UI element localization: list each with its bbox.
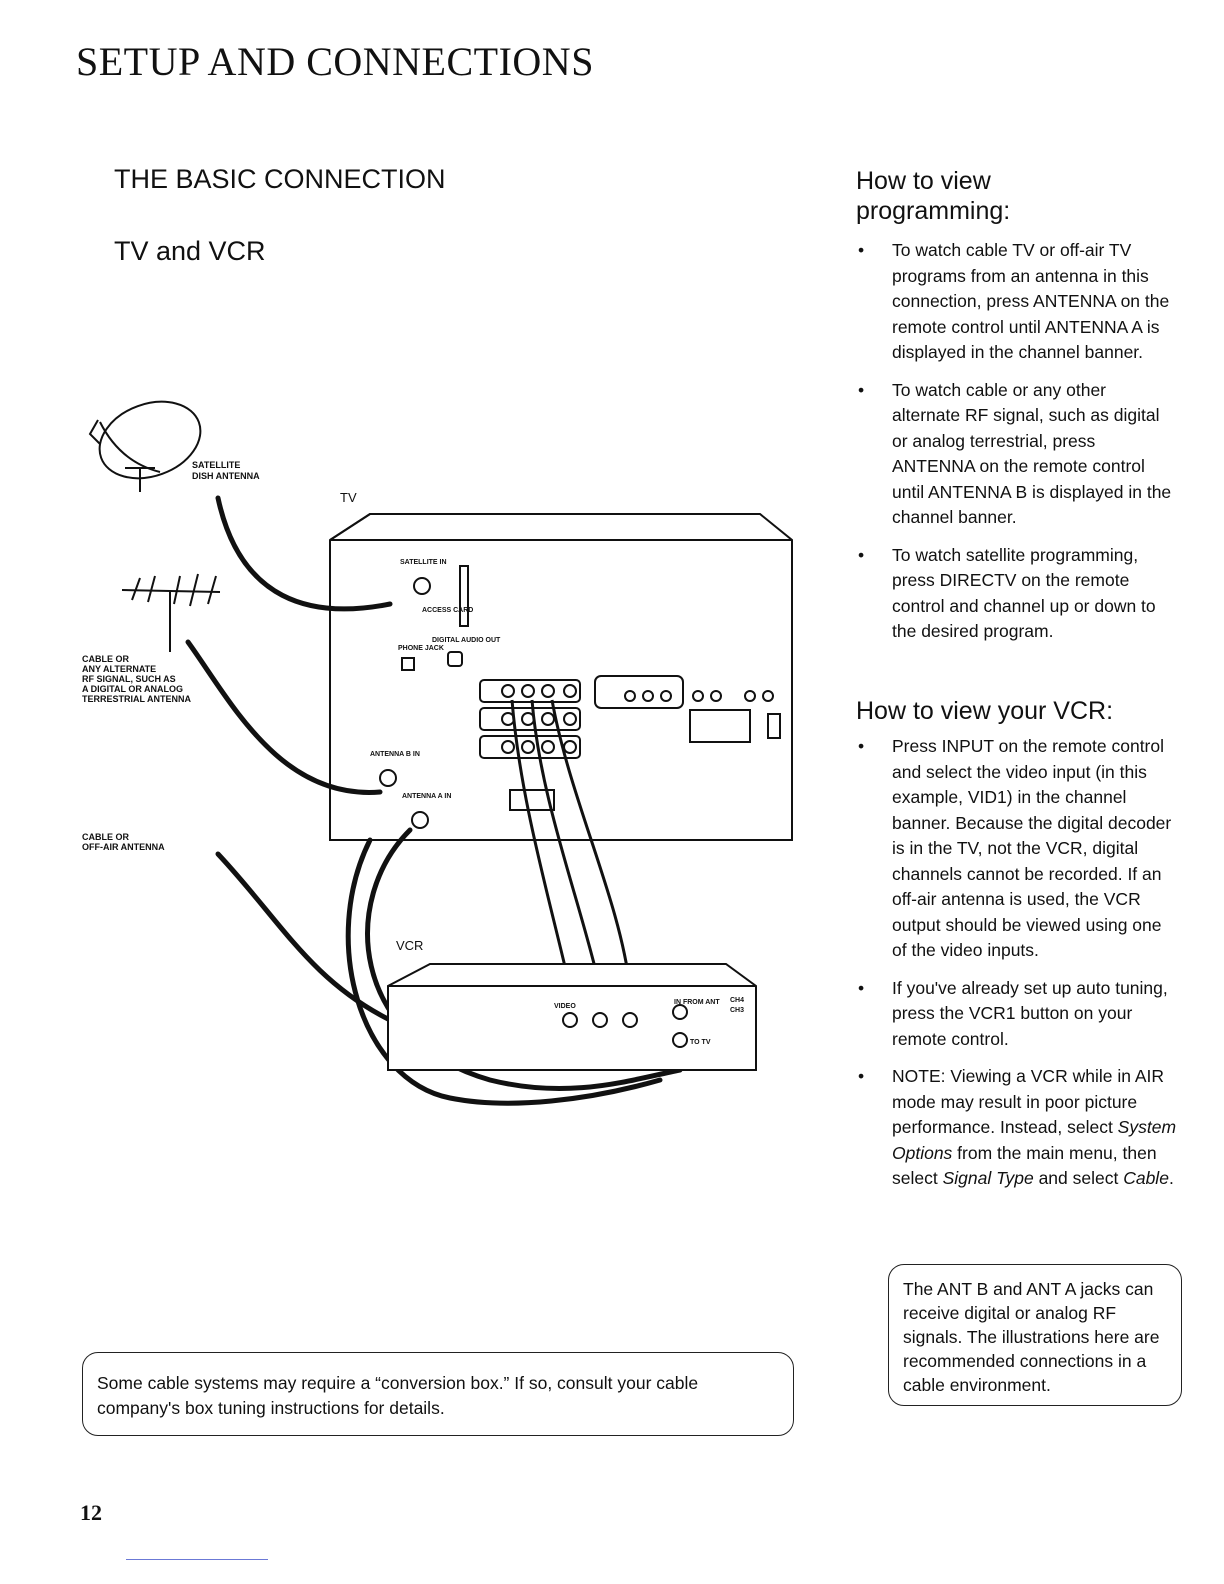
alt-antenna-label-5: TERRESTRIAL ANTENNA bbox=[82, 694, 192, 704]
tv-rear-panel bbox=[329, 513, 793, 841]
alt-antenna-label-2: ANY ALTERNATE bbox=[82, 664, 156, 674]
sub-heading: TV and VCR bbox=[114, 236, 266, 266]
cable-note-text: Some cable systems may require a “conver… bbox=[97, 1373, 699, 1418]
list-item-text: Press INPUT on the remote control and se… bbox=[892, 736, 1172, 960]
list-item: •To watch cable or any other alternate R… bbox=[858, 379, 1172, 528]
vcr-in-from-ant-jack-icon bbox=[672, 1004, 688, 1020]
access-card-slot-icon bbox=[459, 565, 469, 627]
digital-audio-out-label: DIGITAL AUDIO OUT bbox=[432, 637, 501, 644]
programming-heading: How to view programming: bbox=[856, 167, 1011, 225]
page-number: 12 bbox=[80, 1500, 102, 1525]
digital-audio-out-icon bbox=[447, 651, 463, 667]
ant-note-box: The ANT B and ANT A jacks can receive di… bbox=[888, 1264, 1182, 1406]
vcr-in-from-ant-label: IN FROM ANT bbox=[674, 999, 720, 1006]
list-item: •NOTE: Viewing a VCR while in AIR mode m… bbox=[858, 1066, 1177, 1188]
list-item-text: To watch cable TV or off-air TV programs… bbox=[892, 240, 1170, 362]
satellite-dish-icon bbox=[88, 400, 202, 492]
footer-rule bbox=[126, 1559, 268, 1560]
programming-section: How to view programming: •To watch cable… bbox=[856, 166, 1178, 657]
access-card-label: ACCESS CARD bbox=[422, 607, 473, 614]
page-title: SETUP AND CONNECTIONS bbox=[76, 39, 594, 84]
note-text: NOTE: Viewing a VCR while in AIR mode ma… bbox=[892, 1066, 1177, 1188]
satellite-dish-label-1: SATELLITE bbox=[192, 460, 240, 470]
antenna-a-in-label: ANTENNA A IN bbox=[402, 793, 451, 800]
vcr-to-tv-label: TO TV bbox=[690, 1039, 711, 1046]
alt-antenna-label-3: RF SIGNAL, SUCH AS bbox=[82, 674, 176, 684]
section-heading: THE BASIC CONNECTION bbox=[114, 164, 446, 194]
alt-antenna-label-1: CABLE OR bbox=[82, 654, 130, 664]
vcr-video-jack-icon bbox=[562, 1012, 578, 1028]
phone-jack-label: PHONE JACK bbox=[398, 645, 444, 652]
vcr-audio-l-jack-icon bbox=[592, 1012, 608, 1028]
vcr-rear-panel bbox=[387, 963, 757, 1071]
vcr-video-label: VIDEO bbox=[554, 1003, 576, 1010]
list-item: •Press INPUT on the remote control and s… bbox=[858, 736, 1172, 960]
tv-label: TV bbox=[340, 490, 357, 505]
satellite-dish-label-2: DISH ANTENNA bbox=[192, 471, 260, 481]
vcr-to-tv-jack-icon bbox=[672, 1032, 688, 1048]
connection-diagram: SATELLITE DISH ANTENNA CABLE OR ANY ALTE… bbox=[82, 400, 793, 1106]
list-item-text: If you've already set up auto tuning, pr… bbox=[892, 977, 1168, 1049]
satellite-in-label: SATELLITE IN bbox=[400, 559, 447, 566]
satellite-in-jack-icon bbox=[413, 577, 431, 595]
terrestrial-antenna-icon bbox=[121, 573, 221, 652]
antenna-b-jack-icon bbox=[379, 769, 397, 787]
vcr-label: VCR bbox=[396, 938, 423, 953]
av-input-jacks bbox=[479, 675, 781, 811]
off-air-antenna-label-1: CABLE OR bbox=[82, 832, 130, 842]
vcr-section: How to view your VCR: •Press INPUT on th… bbox=[856, 696, 1178, 1204]
vcr-ch3-label: CH3 bbox=[730, 1007, 744, 1014]
antenna-a-jack-icon bbox=[411, 811, 429, 829]
ant-note-text: The ANT B and ANT A jacks can receive di… bbox=[903, 1279, 1160, 1395]
vcr-audio-r-jack-icon bbox=[622, 1012, 638, 1028]
programming-list: •To watch cable TV or off-air TV program… bbox=[856, 238, 1178, 645]
list-item: •To watch cable TV or off-air TV program… bbox=[858, 240, 1170, 362]
alt-antenna-label-4: A DIGITAL OR ANALOG bbox=[82, 684, 183, 694]
vcr-ch4-label: CH4 bbox=[730, 997, 744, 1004]
av-cables bbox=[510, 699, 632, 989]
list-item: •To watch satellite programming, press D… bbox=[858, 544, 1156, 642]
list-item-text: To watch cable or any other alternate RF… bbox=[892, 379, 1172, 528]
vcr-heading: How to view your VCR: bbox=[856, 697, 1114, 725]
list-item-text: To watch satellite programming, press DI… bbox=[892, 544, 1156, 642]
cable-note-box: Some cable systems may require a “conver… bbox=[82, 1352, 794, 1436]
list-item: •If you've already set up auto tuning, p… bbox=[858, 977, 1168, 1049]
antenna-b-in-label: ANTENNA B IN bbox=[370, 751, 420, 758]
vcr-list: •Press INPUT on the remote control and s… bbox=[856, 734, 1178, 1192]
phone-jack-icon bbox=[401, 657, 415, 671]
off-air-antenna-label-2: OFF-AIR ANTENNA bbox=[82, 842, 165, 852]
